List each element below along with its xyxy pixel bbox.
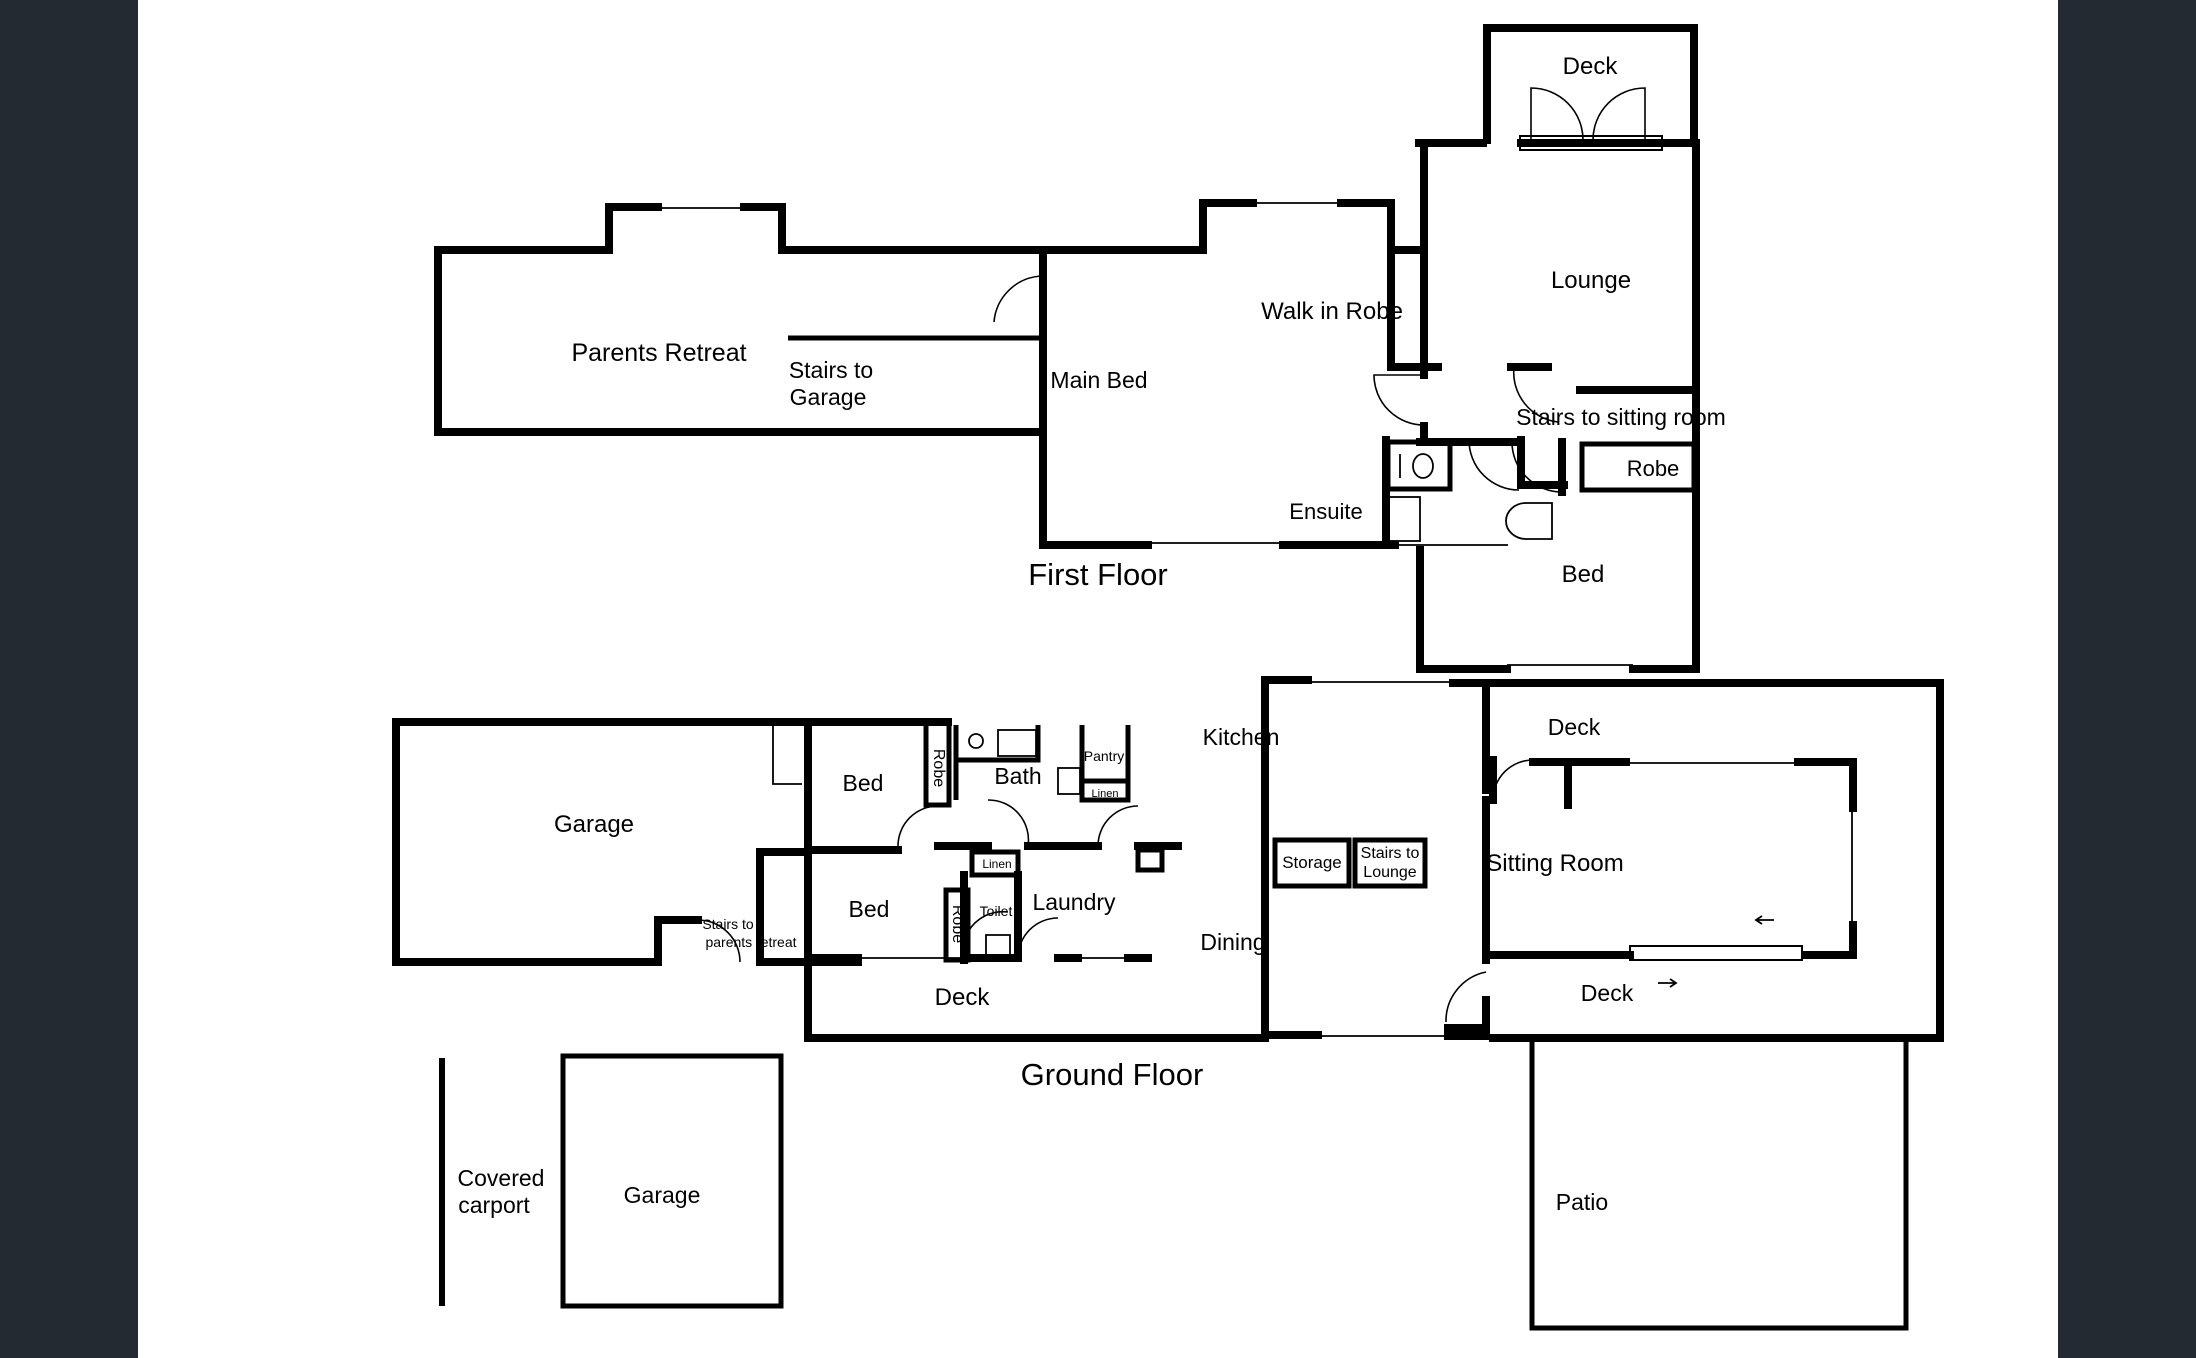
stairs-to-sitting-room-label: Stairs to sitting room [1516,404,1726,430]
ensuite-door-jamb [1517,436,1568,489]
kitchen-top-wall-right [1449,679,1490,794]
robe-box [1579,441,1697,493]
bed-1-label: Bed [843,770,884,796]
robe-2-label: Robe [949,905,966,943]
linen-1-label: Linen [1092,788,1119,800]
linen-2-label: Linen [982,857,1011,871]
stairs-to-garage-label-2: Garage [790,384,867,410]
stairs-to-retreat-label-1: Stairs to [702,916,754,932]
shower-icon [1387,496,1421,542]
kitchen-top-wall-left [1261,676,1312,694]
deck-door-swing-right [1592,87,1646,141]
bath-label: Bath [994,763,1041,789]
laundry-tub [1135,847,1165,873]
robe-1-label: Robe [930,749,947,787]
toilet-door-swing [967,910,1009,933]
lounge-label: Lounge [1551,267,1631,294]
lounge-door-swing [1373,374,1425,426]
floor-plan-drawing: Deck Lounge Walk in Robe Parents Retreat… [392,24,1944,1331]
sitting-room-top-left [1529,758,1572,809]
ground-floor-plan [392,676,1944,1331]
first-floor-title: First Floor [1028,557,1168,592]
main-bed-label: Main Bed [1050,367,1147,393]
garage-walls [392,718,952,966]
main-bed-west-wall [1039,246,1152,549]
left-border [0,0,138,1358]
shower-tray-icon [1057,767,1081,795]
kitchen-label: Kitchen [1203,724,1280,750]
bed-2-label: Bed [849,896,890,922]
walk-in-robe-door-swing [1512,366,1559,423]
storage-box [1272,837,1352,889]
main-bed-top-wall-right [1337,199,1428,254]
deck-door-swing-left [1530,87,1584,141]
deck-top-label: Deck [1548,714,1601,740]
deck-label: Deck [1563,53,1619,80]
lounge-outer-wall [1517,139,1700,673]
sitting-room-corner [1794,758,1857,812]
parents-retreat-label: Parents Retreat [571,339,746,367]
bed-door-swing [1511,441,1563,493]
toilet-label: Toilet [980,903,1013,919]
ensuite-label: Ensuite [1289,499,1362,524]
retreat-walls [434,203,1047,436]
bath-door-swing [987,799,1030,847]
stairs-to-garage-label-1: Stairs to [789,357,873,383]
outbuilding-garage-box [560,1053,784,1309]
sliding-arrow-lower [1658,978,1678,988]
laundry-door-swing [1097,805,1139,847]
deck-rear-label: Deck [935,984,991,1011]
retreat-top-wall [740,203,1047,254]
toilet-icon [1505,502,1553,540]
sliding-arrow-upper [1754,915,1774,925]
garage-nook [772,725,802,785]
covered-carport-label-1: Covered [458,1165,545,1191]
laundry-outer-door-swing [1017,917,1059,959]
covered-carport-label-2: carport [458,1192,530,1218]
patio-outline [1529,1040,1909,1331]
stairs-to-lounge-label-2: Lounge [1363,864,1416,881]
sitting-room-east-wall [1796,921,1857,959]
robe-1-wall [923,725,952,808]
pantry-label: Pantry [1084,748,1124,764]
retreat-door-swing [993,275,1044,323]
ground-floor-title: Ground Floor [1021,1057,1204,1092]
garage-door-swing [697,919,741,963]
stairs-to-retreat-label-2: parents retreat [705,934,796,950]
first-floor-plan [434,24,1700,673]
walk-in-robe-label: Walk in Robe [1261,298,1403,325]
patio-label: Patio [1556,1189,1608,1215]
garage-label: Garage [554,811,634,838]
dining-door-swing [1445,971,1487,1023]
vanity [1385,439,1453,492]
stairs-to-lounge-label-1: Stairs to [1361,845,1420,862]
sitting-room-sliding-door [1629,945,1803,961]
laundry-label: Laundry [1032,889,1116,915]
bath-box [956,725,1041,763]
basin-bowl-icon [1412,453,1434,479]
main-bed-top-wall [1039,199,1257,254]
dining-label: Dining [1200,929,1265,955]
ensuite-door-swing [1468,439,1520,491]
bathtub-icon [997,729,1037,757]
pantry-box [1079,725,1131,803]
outbuilding-garage-label: Garage [624,1182,701,1208]
deck-right-label: Deck [1581,980,1634,1006]
bed-bottom-wall-left [1416,546,1511,673]
right-border [2058,0,2196,1358]
storage-label: Storage [1282,853,1342,872]
garage-internal-wall [756,848,812,966]
bed-label: Bed [1562,561,1605,588]
sitting-room-door-swing [1492,759,1534,801]
upper-deck-walls [1483,24,1698,144]
dining-door-jamb [1444,996,1490,1032]
robe-label: Robe [1627,456,1680,481]
bed-1-door-swing [897,805,939,847]
bath-tap-icon [968,733,984,749]
walk-in-robe-wall [1387,246,1442,371]
stairs-to-lounge-box [1352,837,1428,889]
sitting-room-label: Sitting Room [1486,850,1623,877]
floor-plan-sheet: Deck Lounge Walk in Robe Parents Retreat… [138,0,2058,1358]
deck-outline [1482,679,1944,1042]
